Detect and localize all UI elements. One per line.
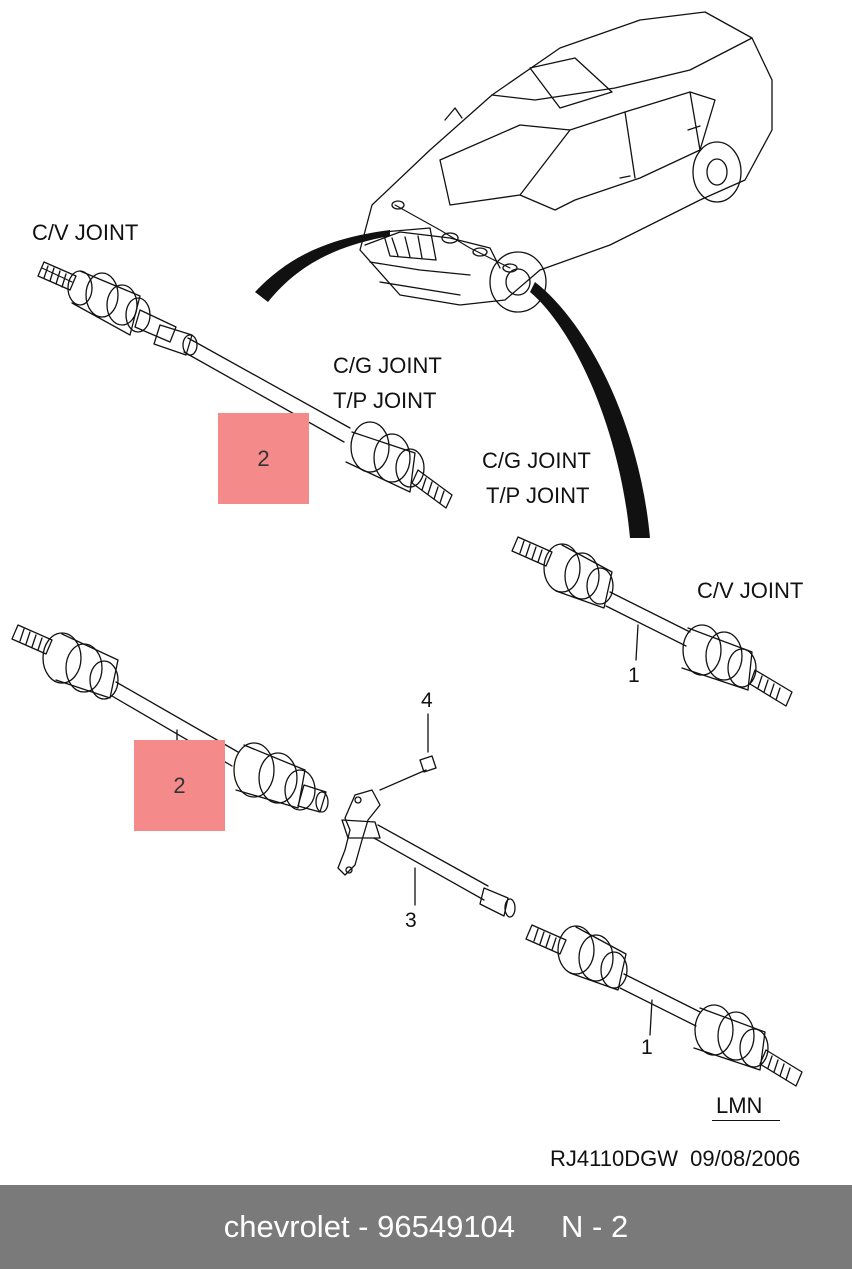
drawing-code: RJ4110DGW 09/08/2006 — [550, 1146, 801, 1171]
callout-3: 3 — [405, 909, 417, 932]
drive-shaft-diagram — [11, 11, 803, 1087]
drive-shaft-upper-left — [37, 261, 453, 509]
pointer-swoosh-left — [255, 230, 390, 302]
car-illustration — [359, 11, 773, 313]
footer-bar: chevrolet - 96549104 N - 2 — [0, 1185, 852, 1269]
callout-4: 4 — [421, 689, 433, 712]
label-tp-joint-1: T/P JOINT — [333, 388, 437, 413]
footer-brand-part: chevrolet - 96549104 — [223, 1209, 516, 1244]
callout-1-lower: 1 — [641, 1036, 653, 1059]
lmn-underline — [712, 1120, 780, 1121]
label-cg-joint-2: C/G JOINT — [482, 448, 591, 473]
label-tp-joint-2: T/P JOINT — [486, 483, 590, 508]
pointer-swoosh-right — [530, 282, 650, 538]
label-lmn: LMN — [716, 1093, 763, 1118]
label-cv-joint-top: C/V JOINT — [32, 220, 139, 245]
drive-shaft-right-upper — [511, 536, 793, 707]
intermediate-shaft — [337, 789, 516, 918]
bolt — [379, 713, 437, 791]
label-cv-joint-right: C/V JOINT — [697, 578, 804, 603]
callout-2-highlight-lower: 2 — [134, 740, 225, 831]
callout-2-highlight-upper: 2 — [218, 413, 309, 504]
label-cg-joint-1: C/G JOINT — [333, 353, 442, 378]
callout-1-upper: 1 — [628, 664, 640, 687]
callout-2-upper: 2 — [257, 445, 270, 471]
drive-shaft-right-lower — [525, 924, 803, 1087]
footer-position: N - 2 — [561, 1209, 629, 1244]
callout-2-lower: 2 — [173, 772, 186, 798]
